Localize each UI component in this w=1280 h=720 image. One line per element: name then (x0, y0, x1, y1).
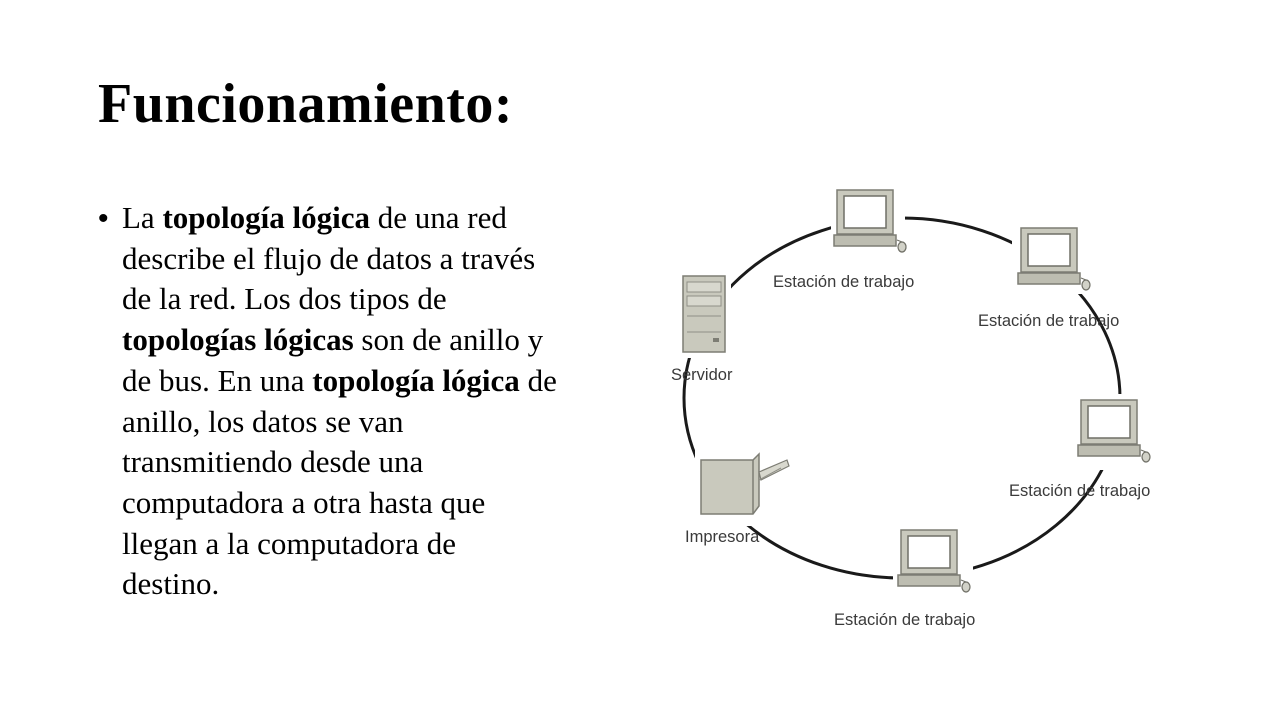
text-segment: de anillo, los datos se van transmitiend… (122, 362, 557, 602)
bullet-dot-icon: • (98, 202, 109, 235)
bullet-paragraph: La topología lógica de una red describe … (122, 198, 558, 605)
bold-term: topología lógica (162, 200, 370, 235)
bold-term: topologías lógicas (122, 322, 354, 358)
label-printer: Impresora (685, 528, 760, 546)
bullet-list: • La topología lógica de una red describ… (98, 198, 558, 605)
ring-topology-svg: Estación de trabajo Estación de trabajo … (671, 186, 1155, 629)
ring-topology-diagram: Estación de trabajo Estación de trabajo … (645, 148, 1185, 643)
label-ws-bottom: Estación de trabajo (834, 611, 975, 629)
bold-term: topología lógica (312, 362, 520, 398)
label-server: Servidor (671, 366, 733, 384)
label-ws-right-bottom: Estación de trabajo (1009, 482, 1150, 500)
bullet-item: • La topología lógica de una red describ… (98, 198, 558, 605)
printer-icon (700, 452, 790, 515)
server-icon (682, 275, 726, 353)
label-ws-right-top: Estación de trabajo (978, 312, 1119, 330)
label-ws-top: Estación de trabajo (773, 273, 914, 291)
text-segment: son de anillo y de bus. En una (122, 322, 544, 398)
slide-title: Funcionamiento: (98, 73, 514, 135)
text-segment: de una red describe el flujo de datos a … (122, 200, 536, 317)
text-segment: La (122, 200, 163, 235)
